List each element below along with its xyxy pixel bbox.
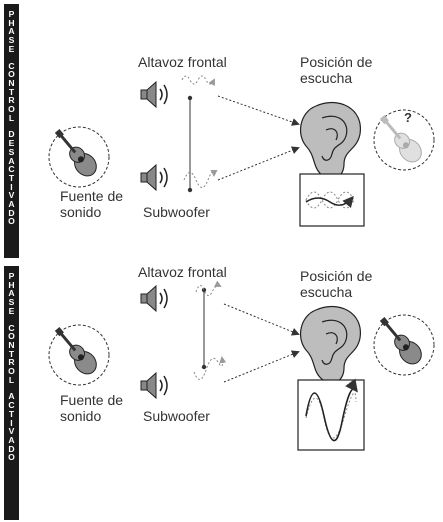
ear-icon — [299, 101, 361, 180]
phase-timing-line — [187, 95, 193, 193]
sidebar-letter: L — [8, 112, 15, 123]
subwoofer-speaker-icon — [140, 371, 168, 400]
sidebar-letter: D — [8, 207, 15, 218]
sidebar-letter: D — [8, 129, 15, 140]
sidebar-letter: A — [8, 155, 15, 166]
sidebar-letter: L — [8, 374, 15, 385]
listening-position-label-line1: Posición de — [300, 54, 373, 70]
sidebar-letter: N — [8, 339, 15, 350]
sidebar-letter: O — [8, 331, 15, 342]
subwoofer-sound-path-arrow — [217, 146, 300, 181]
listening-position-label-line1: Posición de — [300, 268, 373, 284]
sidebar-letter: P — [8, 9, 15, 19]
front-speaker-icon — [140, 80, 168, 109]
front-speaker-label: Altavoz frontal — [138, 264, 227, 280]
sidebar-letter: O — [8, 452, 15, 463]
phase-mismatch-waveform-box — [299, 173, 365, 227]
sidebar-letter: S — [8, 35, 15, 46]
subwoofer-sound-path-arrow — [223, 350, 300, 383]
front-sound-path-arrow — [223, 303, 300, 336]
subwoofer-speaker-icon — [140, 163, 168, 192]
sidebar-letter: N — [8, 77, 15, 88]
sound-source-guitar-icon — [48, 324, 110, 386]
sidebar-letter: T — [8, 172, 15, 183]
sidebar-letter: A — [8, 391, 15, 402]
phase-aligned-waveform-box — [297, 378, 365, 451]
listening-position-label-line2: escucha — [300, 284, 353, 300]
sidebar-letter: S — [8, 297, 15, 308]
sidebar-letter: C — [8, 164, 15, 175]
sidebar-letter: T — [8, 86, 15, 97]
phase-timing-line — [201, 287, 207, 370]
subwoofer-wave — [193, 356, 227, 380]
subwoofer-label: Subwoofer — [143, 408, 210, 424]
sidebar-letter: O — [8, 366, 15, 377]
sidebar-letter: I — [10, 417, 13, 428]
sidebar-letter: P — [8, 271, 15, 281]
perceived-sound-guitar-icon — [373, 314, 435, 376]
sidebar-letter: A — [8, 288, 15, 299]
sidebar-letter: E — [8, 43, 15, 54]
sidebar-letter: I — [10, 181, 13, 192]
listening-position-label-line2: escucha — [300, 70, 353, 86]
sidebar-letter: V — [8, 190, 15, 201]
perceived-sound-guitar-icon — [373, 109, 435, 171]
front-sound-path-arrow — [217, 95, 300, 126]
sidebar-letter: A — [8, 199, 15, 210]
sidebar-letter: O — [8, 216, 15, 227]
diagram-phase-off — [48, 75, 435, 227]
question-mark: ? — [404, 110, 412, 125]
sidebar-letter: T — [8, 348, 15, 359]
sidebar-letter: A — [8, 26, 15, 37]
sidebar-letter: D — [8, 443, 15, 454]
subwoofer-wave — [183, 169, 218, 188]
sidebar-letter: E — [8, 305, 15, 316]
sidebar-letter: A — [8, 434, 15, 445]
sidebar-letter: C — [8, 400, 15, 411]
sidebar-letter: E — [8, 138, 15, 149]
front-speaker-wave — [195, 280, 222, 296]
sidebar-letter: C — [8, 322, 15, 333]
sound-source-label-line1: Fuente de — [60, 392, 124, 408]
sidebar-letter: O — [8, 69, 15, 80]
sidebar-letter: T — [8, 408, 15, 419]
sidebar-letter: V — [8, 426, 15, 437]
sidebar-letter: R — [8, 95, 15, 106]
sound-source-label-line2: sonido — [60, 204, 102, 220]
diagram-phase-on — [48, 280, 435, 451]
sidebar-letter: H — [8, 279, 15, 290]
subwoofer-label: Subwoofer — [143, 204, 210, 220]
ear-icon — [299, 305, 361, 384]
sidebar-letter: H — [8, 17, 15, 28]
sidebar-letter: C — [8, 60, 15, 71]
front-speaker-icon — [140, 284, 168, 313]
sound-source-guitar-icon — [48, 126, 110, 188]
sidebar-letter: S — [8, 146, 15, 157]
sidebar-letter: R — [8, 357, 15, 368]
sound-source-label-line2: sonido — [60, 408, 102, 424]
front-speaker-wave — [181, 75, 215, 87]
front-speaker-label: Altavoz frontal — [138, 54, 227, 70]
sound-source-label-line1: Fuente de — [60, 188, 124, 204]
sidebar-letter: O — [8, 104, 15, 115]
